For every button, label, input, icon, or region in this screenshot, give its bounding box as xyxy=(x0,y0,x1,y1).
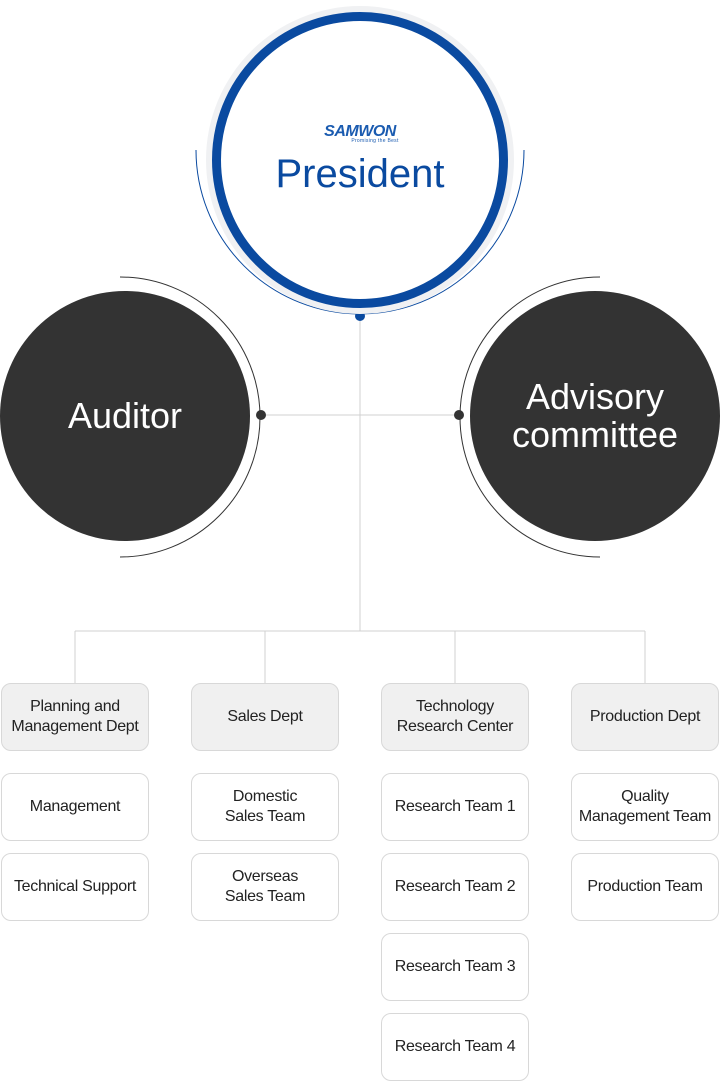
president-title: President xyxy=(275,151,445,196)
team-box: Overseas Sales Team xyxy=(191,853,339,921)
samwon-logo: SAMWON xyxy=(324,122,396,140)
advisory-committee-node: Advisory committee xyxy=(470,291,720,541)
dept-planning-management: Planning and Management Dept xyxy=(1,683,149,751)
team-box: Technical Support xyxy=(1,853,149,921)
team-box: Research Team 4 xyxy=(381,1013,529,1081)
advisory-label: Advisory committee xyxy=(511,376,679,455)
dept-production: Production Dept xyxy=(571,683,719,751)
team-box: Production Team xyxy=(571,853,719,921)
team-box: Domestic Sales Team xyxy=(191,773,339,841)
auditor-node: Auditor xyxy=(0,291,250,541)
logo-tagline: Promising the Best xyxy=(351,137,399,144)
team-box: Management xyxy=(1,773,149,841)
team-box: Research Team 1 xyxy=(381,773,529,841)
dept-technology-research: Technology Research Center xyxy=(381,683,529,751)
team-box: Quality Management Team xyxy=(571,773,719,841)
dept-sales: Sales Dept xyxy=(191,683,339,751)
team-box: Research Team 3 xyxy=(381,933,529,1001)
president-node: SAMWON Promising the Best President xyxy=(212,12,508,308)
auditor-label: Auditor xyxy=(67,395,183,436)
team-box: Research Team 2 xyxy=(381,853,529,921)
